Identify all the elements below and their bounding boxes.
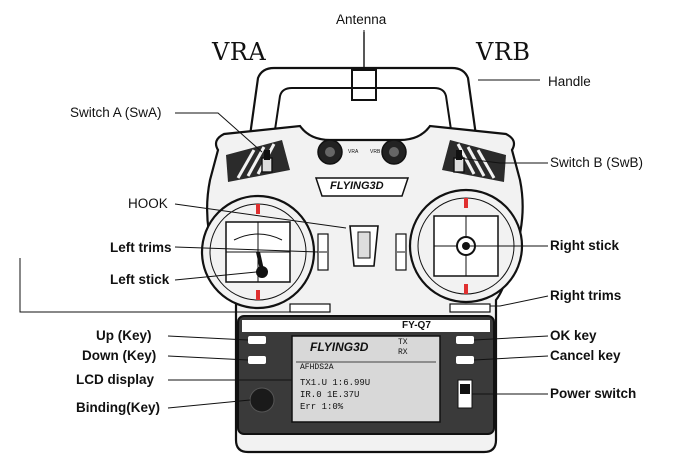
svg-text:VRB: VRB (370, 149, 381, 155)
switch-b-label: Switch B (SwB) (550, 155, 644, 170)
lcd-logo: FLYING3D (310, 340, 369, 354)
power-switch-label: Power switch (550, 386, 637, 401)
binding-key (249, 387, 275, 413)
down-key (248, 356, 266, 364)
right-trims-label: Right trims (550, 288, 622, 303)
left-stick-knob (256, 266, 268, 278)
lcd-line-2: IR.0 1E.37U (300, 390, 360, 400)
leader-lines (19, 30, 549, 409)
right-horizontal-trim (449, 303, 491, 313)
hook-label: HOOK (128, 196, 168, 211)
ok-key (456, 336, 474, 344)
lcd-model-line: AFHDS2A (300, 363, 334, 372)
vrb-label: VRB (476, 38, 531, 66)
brand-logo: FLYING3D (330, 180, 384, 192)
lcd-display-label: LCD display (76, 372, 155, 387)
handle-label: Handle (548, 74, 591, 89)
cancel-key (456, 356, 474, 364)
svg-text:VRA: VRA (348, 149, 359, 155)
lcd-tx-label: TX (398, 338, 408, 347)
switch-b (453, 157, 465, 173)
lcd-line-3: Err 1:0% (300, 402, 344, 412)
left-stick-label: Left stick (110, 272, 170, 287)
vra-label: VRA (212, 38, 267, 66)
handle (246, 66, 480, 151)
model-name: FY-Q7 (402, 320, 431, 331)
left-horizontal-trim (289, 303, 331, 313)
lcd-rx-label: RX (398, 348, 408, 357)
binding-key-label: Binding(Key) (76, 400, 160, 415)
switch-a-label: Switch A (SwA) (70, 105, 162, 120)
lcd-screen (291, 335, 441, 423)
cancel-key-label: Cancel key (550, 348, 621, 363)
right-stick-label: Right stick (550, 238, 620, 253)
left-gimbal (200, 194, 329, 310)
antenna-label: Antenna (336, 12, 387, 27)
down-key-label: Down (Key) (82, 348, 157, 363)
up-key-label: Up (Key) (96, 328, 152, 343)
antenna (351, 32, 377, 101)
ok-key-label: OK key (550, 328, 597, 343)
left-trims-label: Left trims (110, 240, 172, 255)
lcd-line-1: TX1.U 1:6.99U (300, 378, 371, 388)
hook (349, 225, 379, 267)
switch-a (261, 157, 273, 173)
control-panel (237, 315, 495, 435)
up-key (248, 336, 266, 344)
